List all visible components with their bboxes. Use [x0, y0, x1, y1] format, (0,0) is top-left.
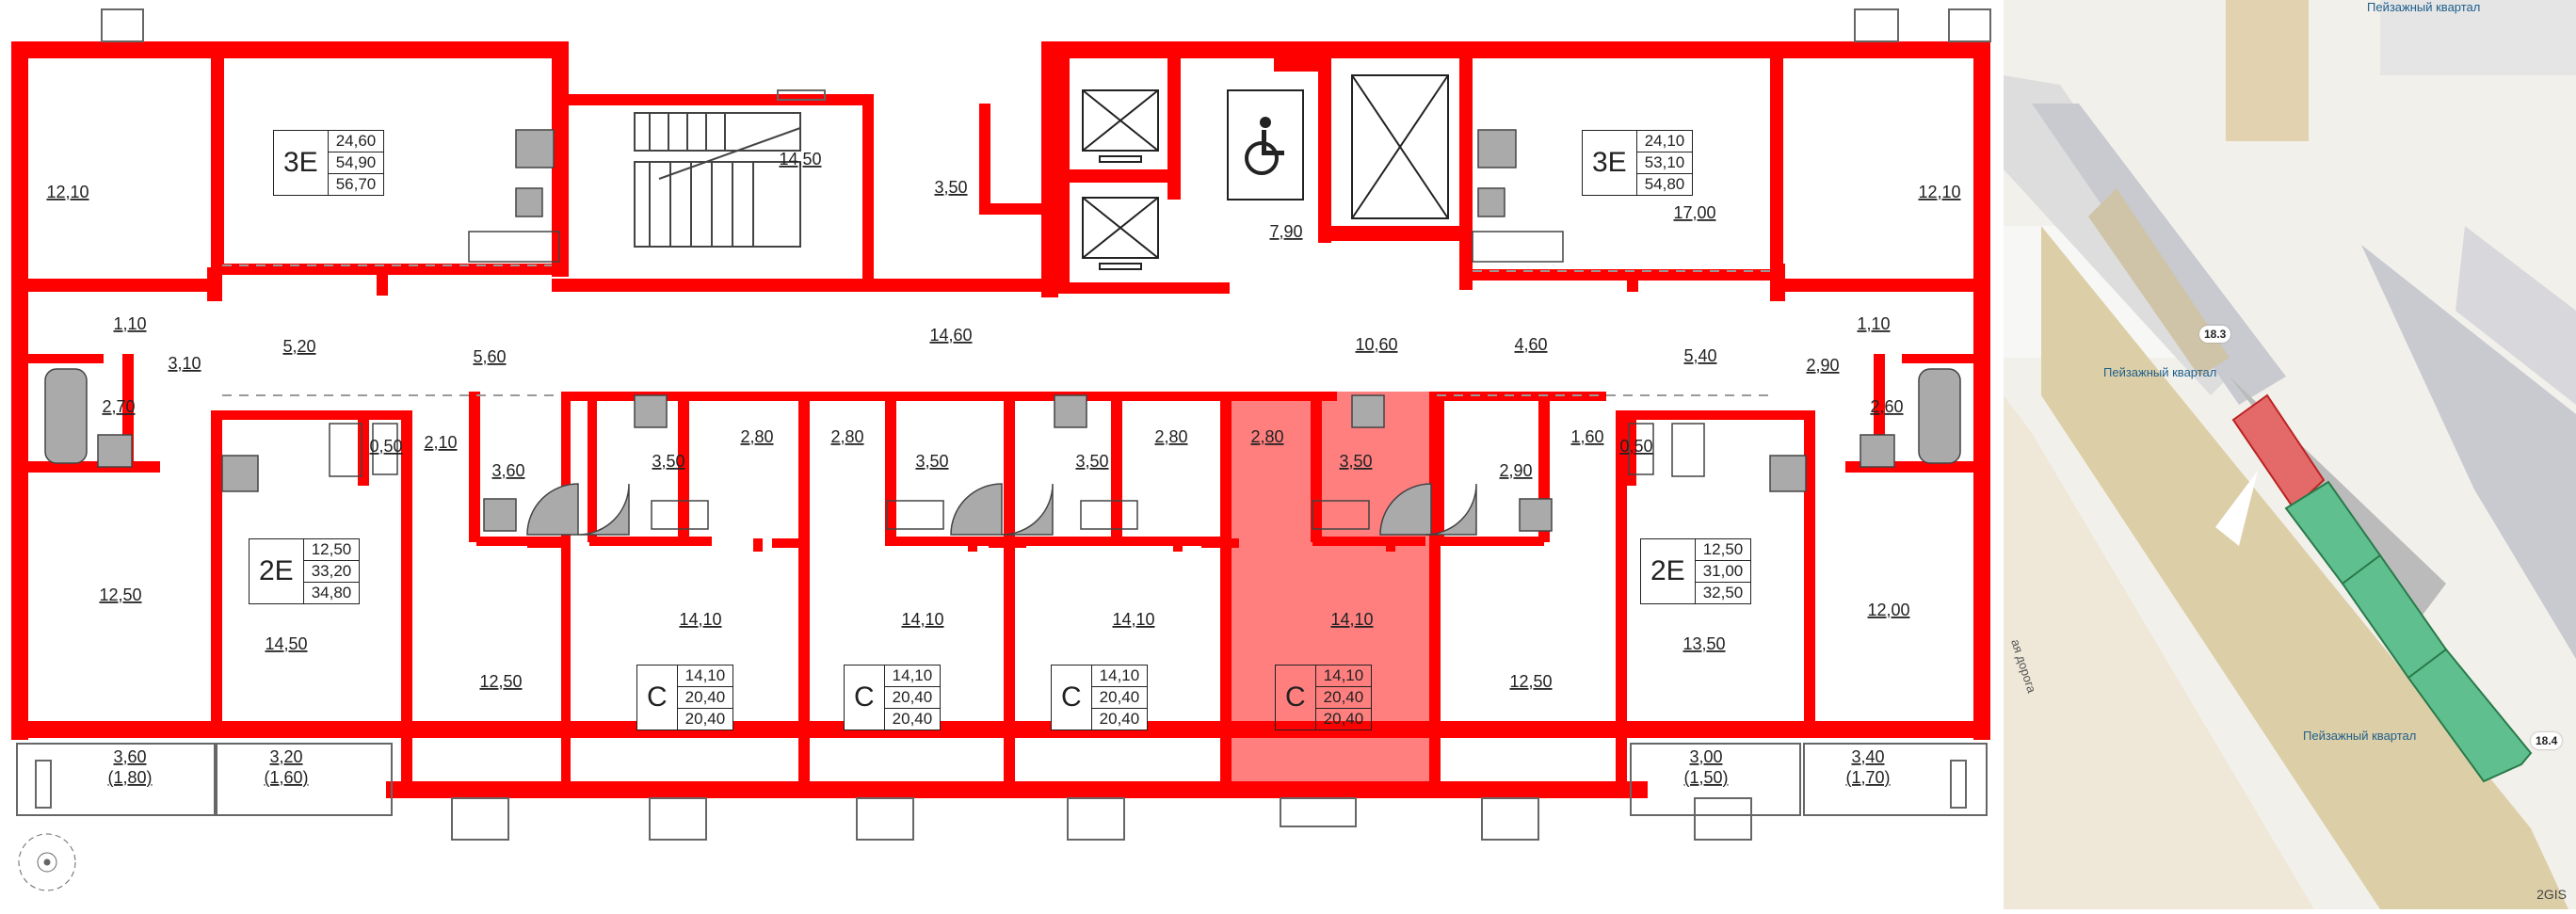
room-area-label: 2,60	[1870, 397, 1903, 416]
room-area-label: 5,40	[1683, 346, 1716, 365]
room-area-label: 13,50	[1682, 634, 1725, 653]
floor-plan: 12,1018,2014,503,507,9017,0012,101,103,1…	[11, 8, 1991, 891]
room-area-label: 1,10	[1857, 314, 1890, 333]
room-area-label: 2,90	[1499, 461, 1532, 480]
compass-icon	[18, 833, 76, 891]
room-area-label: 3,60	[113, 747, 146, 766]
room-area-label: 3,10	[168, 354, 201, 373]
room-area-label: 2,90	[1806, 356, 1839, 375]
room-area-label: (1,80)	[107, 768, 152, 787]
room-area-label: 12,50	[479, 672, 522, 691]
room-area-label: 5,60	[473, 347, 506, 366]
room-area-label: 12,10	[1918, 183, 1960, 201]
map-label: Пейзажный квартал	[2103, 365, 2217, 379]
brand-label: 2GIS	[2536, 887, 2567, 902]
room-area-label: 14,10	[901, 610, 943, 629]
room-area-label: 12,50	[99, 585, 141, 604]
room-area-label: 0,50	[1619, 437, 1652, 456]
map-label: Пейзажный квартал	[2303, 729, 2417, 743]
room-area-label: 3,40	[1851, 747, 1884, 766]
room-area-label: 14,60	[929, 326, 972, 345]
location-arrow-icon	[2215, 471, 2258, 546]
selected-apartment[interactable]	[1224, 392, 1437, 785]
location-map[interactable]: Пейзажный квартал Пейзажный квартал Пейз…	[2004, 0, 2576, 909]
room-area-label: 12,10	[46, 183, 89, 201]
stoves	[329, 231, 1705, 530]
room-area-label: 12,00	[1867, 601, 1909, 619]
room-area-label: 3,20	[269, 747, 302, 766]
room-area-label: 3,50	[915, 452, 948, 471]
elevators	[1082, 74, 1449, 270]
room-area-label: 3,50	[1339, 452, 1372, 471]
room-area-label: 7,90	[1269, 222, 1302, 241]
room-area-label: 14,10	[1112, 610, 1154, 629]
room-area-label: 5,20	[282, 337, 315, 356]
room-area-label: 14,50	[779, 150, 821, 168]
fixtures	[44, 129, 1961, 536]
room-area-label: 3,00	[1689, 747, 1722, 766]
room-area-label: (1,50)	[1683, 768, 1728, 787]
building-section-selected[interactable]	[2231, 393, 2326, 510]
room-area-label: 10,60	[1355, 335, 1397, 354]
room-area-label: 0,50	[369, 437, 402, 456]
room-area-label: (1,70)	[1845, 768, 1890, 787]
room-area-label: 3,50	[1075, 452, 1108, 471]
staircase	[634, 112, 801, 248]
room-area-label: (1,60)	[264, 768, 308, 787]
room-area-label: 2,80	[1154, 427, 1187, 446]
room-area-label: 1,10	[113, 314, 146, 333]
room-area-label: 17,00	[1673, 203, 1715, 222]
room-area-label: 3,60	[491, 461, 524, 480]
room-area-label: 2,10	[424, 433, 457, 452]
room-area-label: 14,10	[1330, 610, 1373, 629]
building-badge[interactable]: 18.4	[2531, 732, 2563, 749]
room-area-label: 14,10	[679, 610, 721, 629]
room-area-label: 2,70	[102, 397, 135, 416]
room-area-label: 14,50	[265, 634, 307, 653]
room-area-label: 3,50	[652, 452, 684, 471]
room-area-label: 2,80	[1250, 427, 1283, 446]
room-area-label: 2,80	[740, 427, 773, 446]
room-area-label: 4,60	[1514, 335, 1547, 354]
room-area-label: 2,80	[830, 427, 863, 446]
windows	[16, 8, 1991, 841]
building-badge[interactable]: 18.3	[2199, 326, 2231, 343]
room-area-label: 1,60	[1570, 427, 1603, 446]
zone-lines	[222, 265, 1770, 396]
map-label: Пейзажный квартал	[2367, 0, 2481, 14]
room-area-label: 12,50	[1509, 672, 1552, 691]
wheelchair-icon	[1245, 117, 1284, 175]
room-area-label: 3,50	[934, 178, 967, 197]
